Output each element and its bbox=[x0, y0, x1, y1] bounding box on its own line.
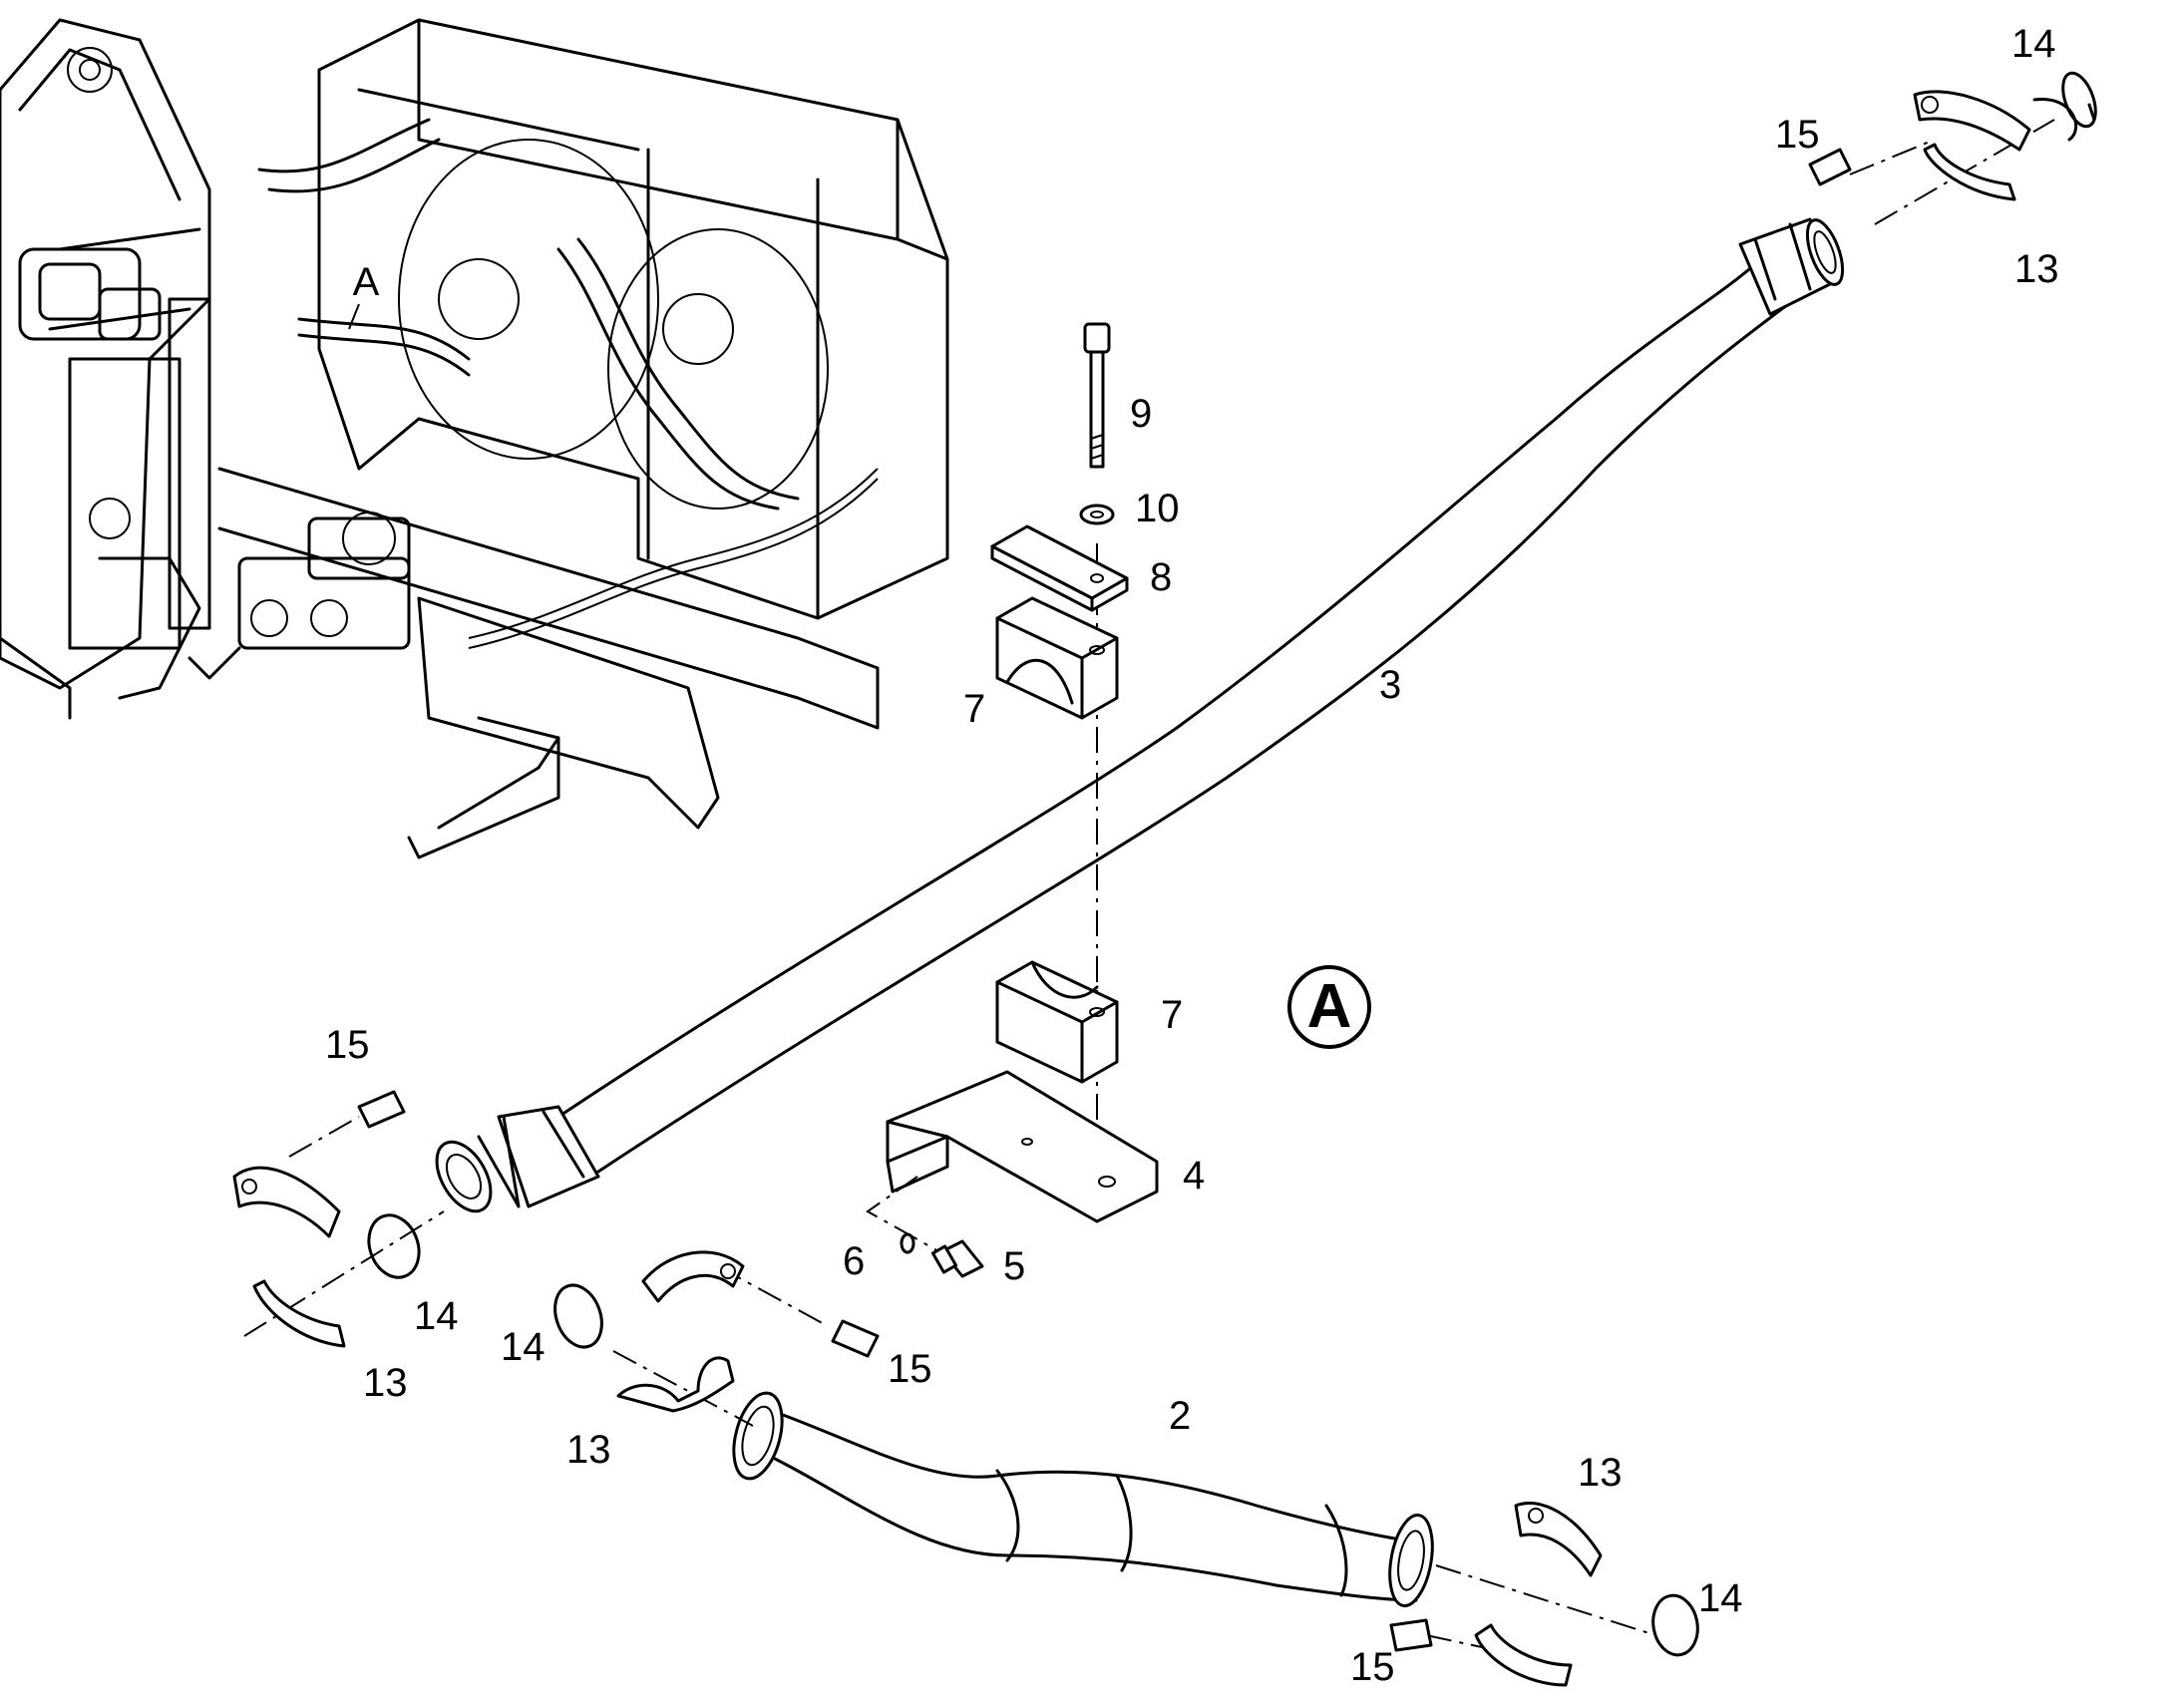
flange-set-bottom-right bbox=[1389, 1501, 1699, 1687]
flange-set-top-right bbox=[1808, 71, 2097, 225]
part-label-hose-short: 2 bbox=[1169, 1394, 1191, 1438]
part-label-flange-half-bottom-right: 13 bbox=[1578, 1451, 1623, 1495]
flange-set-middle bbox=[553, 1250, 880, 1427]
part-label-clamp-half-upper: 7 bbox=[963, 687, 985, 731]
part-label-bolt: 9 bbox=[1130, 392, 1152, 436]
part-label-plate: 8 bbox=[1150, 555, 1172, 599]
part-label-flange-half-left: 13 bbox=[363, 1361, 408, 1405]
machine-overview-illustration: A bbox=[0, 18, 949, 859]
part-label-ring-bottom-right: 14 bbox=[1698, 1576, 1743, 1620]
part-label-screw: 5 bbox=[1003, 1244, 1025, 1288]
part-label-hose-main: 3 bbox=[1379, 663, 1401, 707]
hose-short bbox=[732, 1391, 1434, 1607]
hose-main bbox=[435, 217, 1845, 1213]
part-label-screw-bottom-right: 15 bbox=[1350, 1645, 1395, 1689]
detail-marker-label: A bbox=[1307, 972, 1352, 1041]
clamp-stack bbox=[866, 322, 1159, 1278]
part-label-bracket: 4 bbox=[1183, 1154, 1205, 1197]
part-label-flange-half-mid: 13 bbox=[566, 1428, 611, 1472]
machine-detail-callout-label: A bbox=[353, 260, 380, 304]
flange-set-left bbox=[232, 1090, 445, 1348]
part-label-clamp-half-lower: 7 bbox=[1161, 993, 1183, 1037]
part-label-ring-top-right: 14 bbox=[2011, 22, 2056, 66]
part-label-ring-mid: 14 bbox=[501, 1325, 545, 1369]
part-label-screw-left: 15 bbox=[325, 1023, 370, 1067]
part-label-washer: 6 bbox=[843, 1239, 865, 1283]
part-label-flange-half-top-right: 13 bbox=[2014, 247, 2059, 291]
part-label-ring-left: 14 bbox=[414, 1294, 459, 1338]
detail-marker: A bbox=[1287, 965, 1371, 1049]
part-label-screw-mid: 15 bbox=[888, 1347, 932, 1391]
part-label-bolt-washer: 10 bbox=[1135, 487, 1180, 530]
part-label-screw-top-right: 15 bbox=[1775, 113, 1820, 157]
part-number-labels: 3 2 4 5 6 7 7 8 9 10 13 14 15 15 14 13 1… bbox=[325, 22, 2059, 1689]
